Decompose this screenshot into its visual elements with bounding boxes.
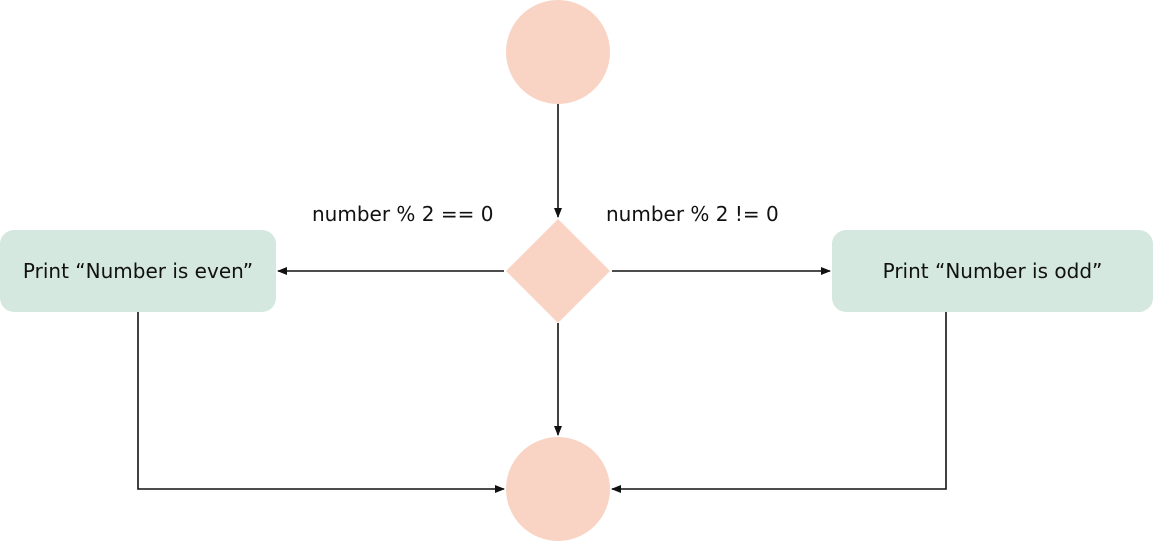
- end-node: [506, 437, 610, 541]
- even-condition-label: number % 2 == 0: [312, 202, 494, 226]
- even-box-label: Print “Number is even”: [22, 259, 254, 283]
- odd-process-box: [832, 230, 1153, 312]
- decision-node: [506, 219, 610, 323]
- start-node: [506, 0, 610, 104]
- edge-even-to-end: [137, 312, 505, 493]
- even-process-box: [0, 230, 276, 312]
- odd-box-label: Print “Number is odd”: [882, 259, 1103, 283]
- edge-odd-to-end: [611, 312, 947, 493]
- odd-condition-label: number % 2 != 0: [606, 202, 779, 226]
